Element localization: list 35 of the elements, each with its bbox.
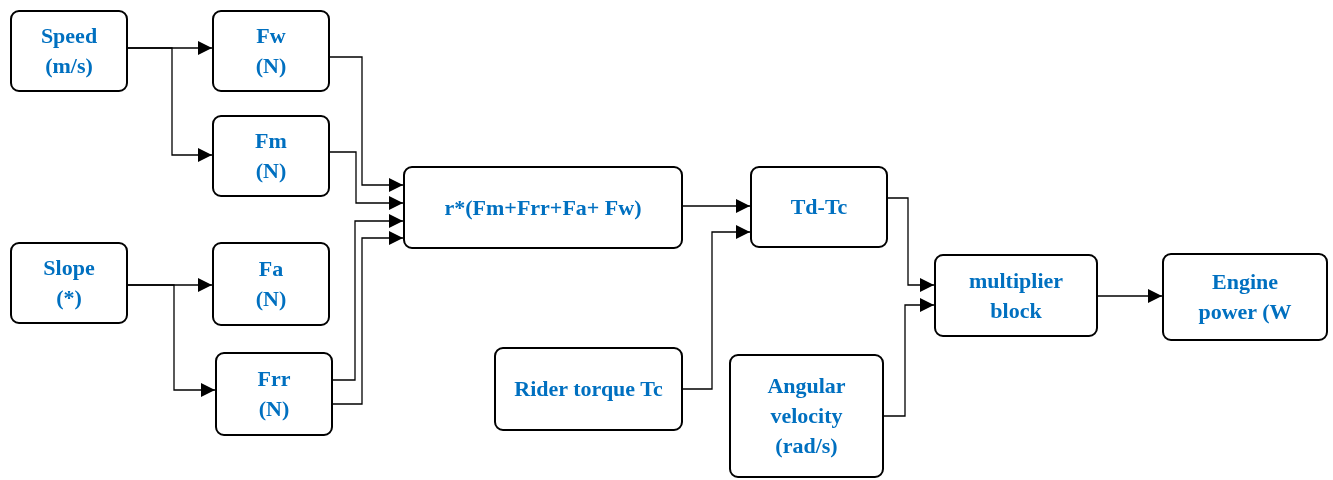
input-box [494, 347, 683, 431]
node-label: r*(Fm+Frr+Fa+ Fw) [444, 193, 642, 222]
process-box [403, 166, 683, 249]
node-label: Speed (m/s) [39, 22, 99, 80]
process-box [750, 166, 888, 248]
arrow [332, 231, 404, 405]
node-label: Rider torque Tc [514, 375, 663, 403]
process-box [212, 242, 330, 326]
process-box [212, 115, 330, 197]
node-label: Td-Tc [790, 193, 848, 221]
arrow [332, 214, 404, 381]
arrow [883, 298, 935, 417]
process-box [212, 10, 330, 92]
node-label: Slope (*) [42, 254, 96, 312]
arrow [127, 47, 213, 162]
process-box [934, 254, 1098, 337]
node-label: Fm (N) [254, 127, 288, 185]
input-box [729, 354, 884, 478]
arrow [682, 225, 751, 390]
input-box [10, 10, 128, 92]
node-label: Fw (N) [254, 22, 288, 80]
input-box [10, 242, 128, 324]
node-label: Fa (N) [254, 255, 288, 313]
node-label: Engine power (W [1197, 268, 1293, 326]
arrow [329, 151, 404, 210]
node-label: Frr (N) [256, 365, 292, 423]
arrow [682, 199, 751, 213]
output-box [1162, 253, 1328, 341]
arrow [127, 284, 216, 397]
arrow [1097, 289, 1163, 303]
node-label: Angular velocity (rad/s) [766, 372, 847, 460]
arrow [887, 197, 935, 292]
arrow [329, 56, 404, 192]
process-box [215, 352, 333, 436]
node-label: multiplier block [967, 266, 1065, 325]
